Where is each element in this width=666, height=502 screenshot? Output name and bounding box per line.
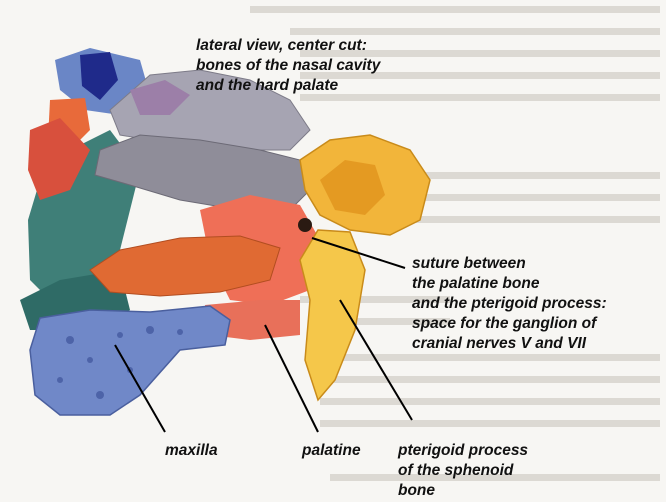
suture-line-3: and the pterigoid process: — [412, 294, 607, 314]
title-line-1: lateral view, center cut: — [196, 36, 380, 56]
suture-line-1: suture between — [412, 254, 607, 274]
suture-line-5: cranial nerves V and VII — [412, 334, 607, 354]
title-line-3: and the hard palate — [196, 76, 380, 96]
title-label: lateral view, center cut: bones of the n… — [196, 36, 380, 96]
suture-line-2: the palatine bone — [412, 274, 607, 294]
suture-label: suture between the palatine bone and the… — [412, 254, 607, 354]
suture-line-4: space for the ganglion of — [412, 314, 607, 334]
pterygoid-label: pterigoid process of the sphenoid bone — [398, 441, 528, 501]
palatine-label: palatine — [302, 441, 361, 461]
pterygoid-line-3: bone — [398, 481, 528, 501]
pterygoid-process — [300, 230, 365, 400]
title-line-2: bones of the nasal cavity — [196, 56, 380, 76]
pterygoid-line-1: pterigoid process — [398, 441, 528, 461]
maxilla-label: maxilla — [165, 441, 218, 461]
maxilla-bone — [30, 306, 230, 415]
pterygoid-line-2: of the sphenoid — [398, 461, 528, 481]
ganglion-space — [298, 218, 312, 232]
